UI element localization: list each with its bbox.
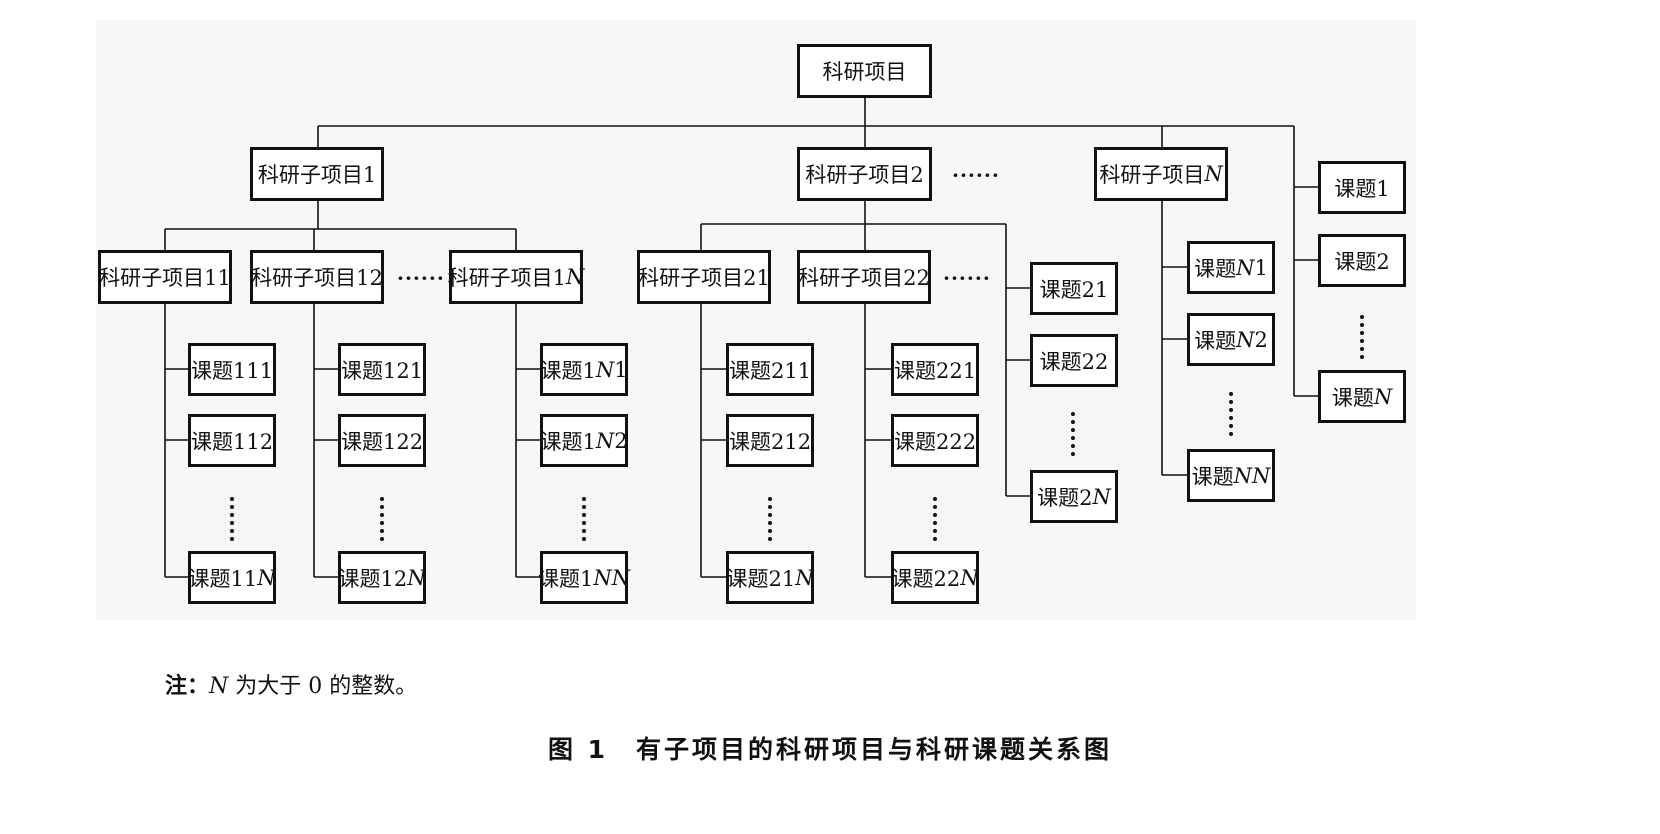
figure-caption: 图 1 有子项目的科研项目与科研课题关系图 — [547, 735, 1113, 764]
sp22-topic-2: 课题222 — [891, 414, 979, 467]
ellipsis-sp2-direct — [1071, 412, 1077, 460]
ellipsis-subprojects: ······ — [952, 163, 1000, 187]
sp12-topic-2: 课题122 — [338, 414, 426, 467]
sp11-topic-1: 课题111 — [188, 343, 276, 396]
root-direct-topic-1: 课题1 — [1318, 161, 1406, 214]
root-node-research-project: 科研项目 — [797, 44, 932, 98]
sp12-ellipsis — [380, 497, 386, 545]
sp22-ellipsis — [933, 497, 939, 545]
figure-note: 注：N 为大于 0 的整数。 — [165, 668, 417, 700]
sp21-topic-1: 课题211 — [726, 343, 814, 396]
connector-lines — [164, 98, 1318, 578]
sp2-direct-topic-2: 课题22 — [1030, 334, 1118, 387]
subproject-node-2: 科研子项目2 — [797, 147, 932, 201]
sp12-topic-1: 课题121 — [338, 343, 426, 396]
ellipsis-spN — [1229, 392, 1235, 440]
sp21-ellipsis — [768, 497, 774, 545]
ellipsis-sp2-children: ······ — [943, 266, 991, 290]
sp22-topic-1: 课题221 — [891, 343, 979, 396]
ellipsis-root-direct — [1360, 315, 1366, 363]
ellipsis-sp1-children: ······ — [397, 266, 445, 290]
note-prefix: 注： — [165, 673, 210, 699]
subproject-node-1: 科研子项目1 — [250, 147, 384, 201]
sp2-direct-topic-1: 课题21 — [1030, 262, 1118, 315]
sub-subproject-node-21: 科研子项目21 — [637, 250, 771, 304]
sub-subproject-node-11: 科研子项目11 — [98, 250, 232, 304]
note-variable: N — [209, 674, 229, 699]
sub-subproject-node-12: 科研子项目12 — [250, 250, 384, 304]
sub-subproject-node-22: 科研子项目22 — [797, 250, 931, 304]
sp21-topic-2: 课题212 — [726, 414, 814, 467]
sp13-ellipsis — [582, 497, 588, 545]
sp11-ellipsis — [230, 497, 236, 545]
sp11-topic-2: 课题112 — [188, 414, 276, 467]
note-text: 为大于 0 的整数。 — [228, 674, 418, 699]
root-direct-topic-2: 课题2 — [1318, 234, 1406, 287]
